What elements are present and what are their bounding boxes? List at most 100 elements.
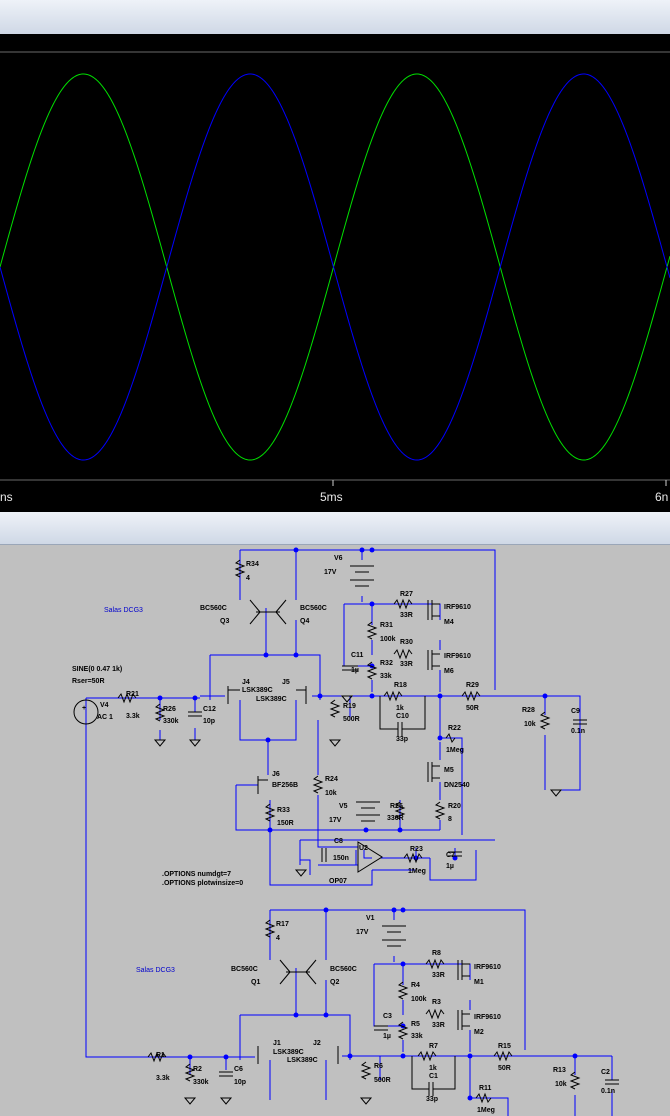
top-circuit-junctions <box>157 547 548 861</box>
resistor-symbol <box>117 692 137 704</box>
component-label: Q2 <box>330 979 339 986</box>
component-label: IRF9610 <box>474 1014 501 1021</box>
component-label: 33R <box>432 972 445 979</box>
component-label: M6 <box>444 668 454 675</box>
battery-symbol <box>382 925 406 947</box>
component-label: DN2540 <box>444 782 470 789</box>
resistor-symbol <box>383 690 403 702</box>
component-label: R22 <box>448 725 461 732</box>
component-label: C12 <box>203 706 216 713</box>
component-label: R32 <box>380 660 393 667</box>
component-label: M5 <box>444 767 454 774</box>
resistor-symbol <box>366 621 378 640</box>
component-label: C2 <box>601 1069 610 1076</box>
component-label: R30 <box>400 639 413 646</box>
component-label: C8 <box>334 838 343 845</box>
component-label: R23 <box>410 846 423 853</box>
waveform-plot[interactable]: ns 5ms 6n <box>0 34 670 512</box>
x-tick-label: 6n <box>655 490 668 504</box>
component-label: C7 <box>446 852 455 859</box>
top-circuit-components: + <box>73 559 587 877</box>
opamp-symbol <box>357 841 383 873</box>
transistor-symbol <box>249 599 287 625</box>
component-label: C11 <box>351 652 364 659</box>
resistor-symbol <box>425 1008 445 1020</box>
component-label: 10p <box>203 718 215 725</box>
component-label: LSK389C <box>256 696 287 703</box>
component-label: 150n <box>333 855 349 862</box>
resistor-symbol <box>397 1021 409 1040</box>
component-label: 33R <box>432 1022 445 1029</box>
schematic-title-top: Salas DCG3 <box>104 607 143 614</box>
component-label: 10k <box>555 1081 567 1088</box>
component-label: R6 <box>374 1063 383 1070</box>
component-label: 1Meg <box>477 1107 495 1114</box>
component-label: R34 <box>246 561 259 568</box>
bottom-circuit-junctions <box>187 907 578 1101</box>
component-label: BF256B <box>272 782 298 789</box>
resistor-symbol <box>569 1071 581 1090</box>
ground-symbol <box>153 695 563 877</box>
component-label: V1 <box>366 915 375 922</box>
component-label: R19 <box>343 703 356 710</box>
component-label: C3 <box>383 1013 392 1020</box>
component-label: 1µ <box>351 667 359 674</box>
component-label: 17V <box>356 929 369 936</box>
battery-symbol <box>350 565 374 587</box>
component-label: R2 <box>193 1066 202 1073</box>
component-label: R29 <box>466 682 479 689</box>
component-label: 50R <box>466 705 479 712</box>
resistor-symbol <box>147 1051 167 1063</box>
capacitor-symbol <box>342 665 358 671</box>
resistor-symbol <box>425 958 445 970</box>
component-label: BC560C <box>231 966 258 973</box>
component-label: J4 <box>242 679 250 686</box>
x-tick-label: 5ms <box>320 490 343 504</box>
component-label: Q3 <box>220 618 229 625</box>
x-tick-label: ns <box>0 490 13 504</box>
component-label: 10p <box>234 1079 246 1086</box>
resistor-symbol <box>445 732 456 744</box>
component-label: R33 <box>277 807 290 814</box>
component-label: 8 <box>448 816 452 823</box>
component-label: .OPTIONS numdgt=7 <box>162 871 231 878</box>
component-label: C1 <box>429 1073 438 1080</box>
component-label: 33R <box>400 661 413 668</box>
resistor-symbol <box>461 690 481 702</box>
component-label: 1µ <box>383 1033 391 1040</box>
component-label: BC560C <box>300 605 327 612</box>
component-label: R26 <box>163 706 176 713</box>
component-label: LSK389C <box>287 1057 318 1064</box>
component-label: R31 <box>380 622 393 629</box>
component-label: 100k <box>380 636 396 643</box>
jfet-symbol <box>227 686 307 704</box>
component-label: 330k <box>163 718 179 725</box>
resistor-symbol <box>234 559 246 578</box>
mosfet-symbol <box>457 960 470 980</box>
component-label: J5 <box>282 679 290 686</box>
capacitor-symbol <box>188 711 202 717</box>
waveform-window-titlebar[interactable] <box>0 0 670 35</box>
schematic-window-titlebar[interactable] <box>0 512 670 545</box>
component-label: M2 <box>474 1029 484 1036</box>
mosfet-symbol <box>427 762 440 782</box>
schematic-canvas[interactable]: + <box>0 545 670 1116</box>
resistor-symbol <box>539 711 551 730</box>
component-label: 1k <box>429 1065 437 1072</box>
schematic-title-bottom: Salas DCG3 <box>136 967 175 974</box>
component-label: 33p <box>426 1096 438 1103</box>
component-label: R4 <box>411 982 420 989</box>
component-label: M1 <box>474 979 484 986</box>
jfet-symbol <box>257 776 268 794</box>
component-label: 330k <box>193 1079 209 1086</box>
resistor-symbol <box>154 703 166 722</box>
component-label: 1Meg <box>446 747 464 754</box>
component-label: 1k <box>396 705 404 712</box>
component-label: LSK389C <box>273 1049 304 1056</box>
svg-text:+: + <box>82 705 86 712</box>
component-label: R15 <box>498 1043 511 1050</box>
component-label: 17V <box>324 569 337 576</box>
component-label: 4 <box>246 575 250 582</box>
source-ac: AC 1 <box>97 714 113 721</box>
resistor-symbol <box>397 981 409 1000</box>
